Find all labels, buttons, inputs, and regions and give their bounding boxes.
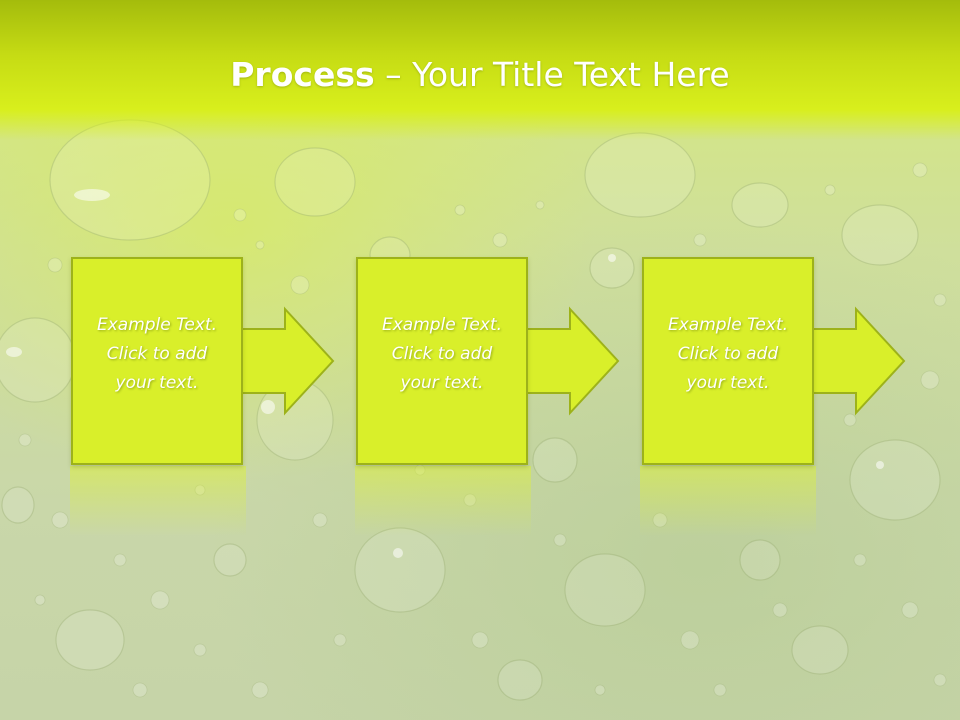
- step-1-reflection: [70, 466, 246, 536]
- step-box: [642, 257, 814, 465]
- step-text-line: Click to add: [391, 344, 493, 364]
- arrow-right-icon: [809, 306, 906, 416]
- step-text-line: Click to add: [106, 344, 208, 364]
- step-text-line: your text.: [115, 373, 199, 393]
- step-2-reflection: [355, 466, 531, 536]
- arrow-right-icon: [523, 306, 620, 416]
- step-text-line: your text.: [686, 373, 770, 393]
- step-text[interactable]: Example Text. Click to add your text.: [362, 311, 522, 398]
- slide-title[interactable]: Process – Your Title Text Here: [0, 52, 960, 98]
- step-box: [71, 257, 243, 465]
- process-step-1[interactable]: Example Text. Click to add your text.: [71, 257, 335, 465]
- step-text-line: Example Text.: [667, 315, 789, 335]
- step-text-line: your text.: [400, 373, 484, 393]
- step-text[interactable]: Example Text. Click to add your text.: [648, 311, 808, 398]
- step-text-line: Example Text.: [96, 315, 218, 335]
- step-box: [356, 257, 528, 465]
- arrow-right-icon: [238, 306, 335, 416]
- step-text-line: Example Text.: [381, 315, 503, 335]
- step-text[interactable]: Example Text. Click to add your text.: [77, 311, 237, 398]
- step-3-reflection: [640, 466, 816, 536]
- title-rest: – Your Title Text Here: [374, 55, 730, 94]
- title-strong: Process: [230, 55, 375, 94]
- title-band: [0, 0, 960, 140]
- process-step-2[interactable]: Example Text. Click to add your text.: [356, 257, 620, 465]
- step-text-line: Click to add: [677, 344, 779, 364]
- process-step-3[interactable]: Example Text. Click to add your text.: [642, 257, 906, 465]
